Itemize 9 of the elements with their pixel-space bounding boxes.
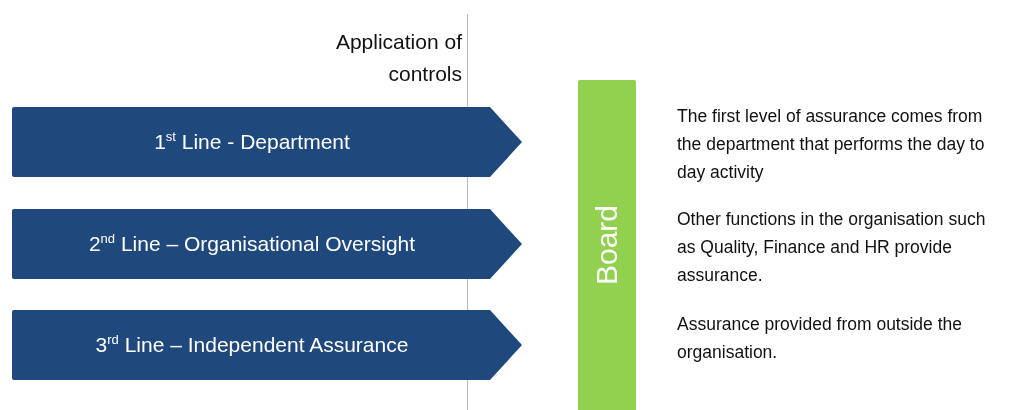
description-text: Assurance provided from outside the organisation. — [677, 313, 964, 364]
description-text: The first level of assurance comes from the department that performs the day to day activity — [677, 105, 986, 184]
column-heading: Application of controls — [334, 29, 462, 87]
board-label: Board — [590, 204, 624, 286]
line-label: 1$^{st}$ Line - Department — [154, 130, 350, 154]
line-label: 2$^{nd}$ Line – Organisational Oversight — [88, 232, 416, 256]
description-text: Other functions in the organisation such as Quality, Finance and HR provide assurance. — [677, 208, 987, 287]
board-bar — [578, 80, 636, 410]
line-label: 3$^{rd}$ Line – Independent Assurance — [95, 333, 409, 357]
